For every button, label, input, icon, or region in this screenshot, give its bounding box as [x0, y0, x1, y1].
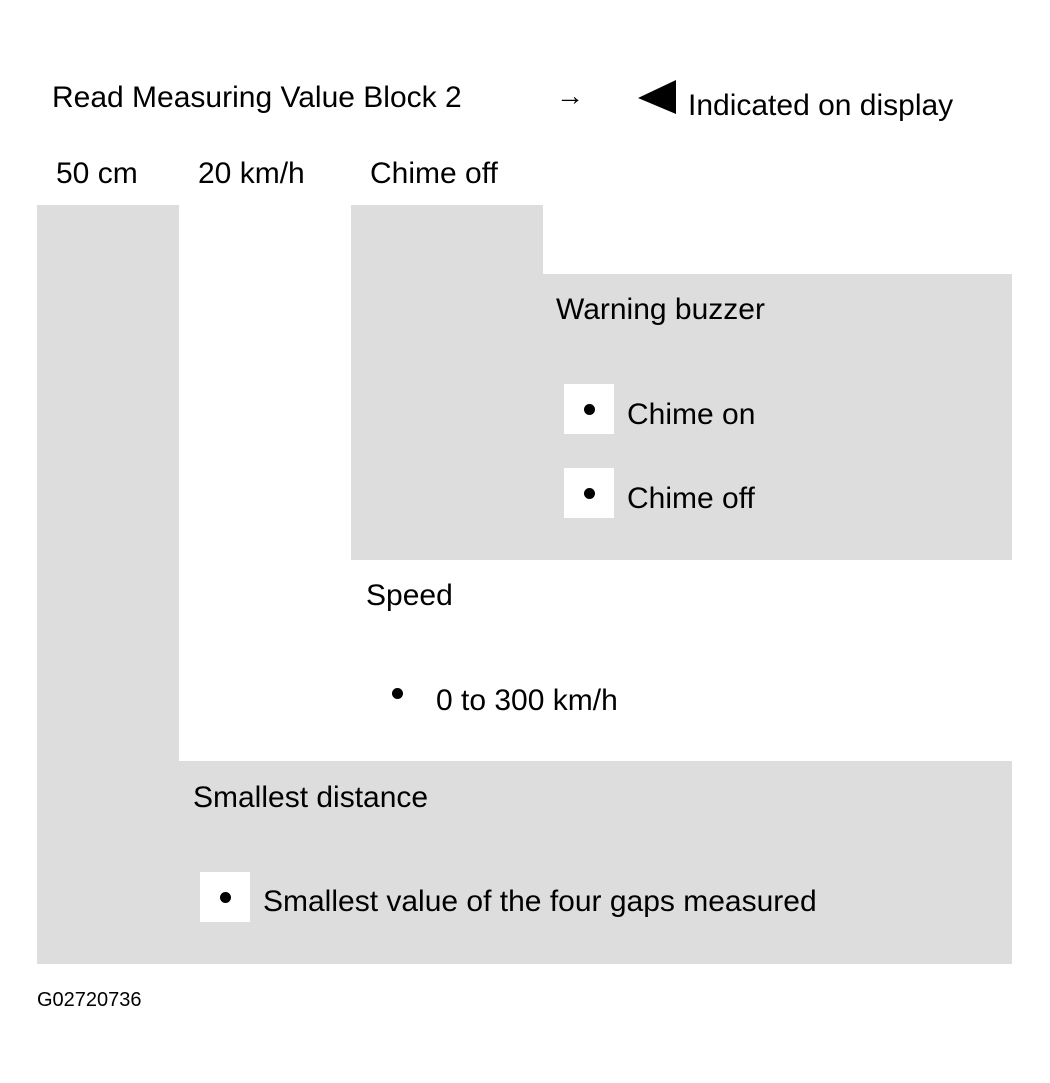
- list-item: Chime on: [627, 398, 756, 431]
- left-triangle-icon: [638, 80, 676, 114]
- column-label-speed: 20 km/h: [198, 157, 305, 190]
- warning-buzzer-heading: Warning buzzer: [556, 293, 765, 326]
- bullet-dot-icon: [220, 892, 231, 903]
- speed-heading: Speed: [366, 579, 453, 612]
- column-label-distance: 50 cm: [56, 157, 138, 190]
- list-item: Smallest value of the four gaps measured: [263, 885, 817, 918]
- bullet-box: [200, 872, 250, 922]
- arrow-icon: →: [556, 80, 584, 111]
- bullet-box: [564, 468, 614, 518]
- panel-smallest-distance: [37, 761, 1012, 964]
- figure-id: G02720736: [37, 989, 142, 1011]
- list-item: Chime off: [627, 482, 755, 515]
- list-item: 0 to 300 km/h: [436, 684, 618, 717]
- bullet-dot-icon: [584, 488, 595, 499]
- bullet-dot-icon: [392, 688, 403, 699]
- bullet-box: [564, 384, 614, 434]
- indicated-on-display-label: Indicated on display: [688, 89, 954, 122]
- bullet-dot-icon: [584, 404, 595, 415]
- smallest-distance-heading: Smallest distance: [193, 781, 429, 814]
- column-label-chime: Chime off: [370, 157, 498, 190]
- header-title: Read Measuring Value Block 2: [52, 81, 462, 114]
- panel-warning-buzzer: [351, 274, 1012, 560]
